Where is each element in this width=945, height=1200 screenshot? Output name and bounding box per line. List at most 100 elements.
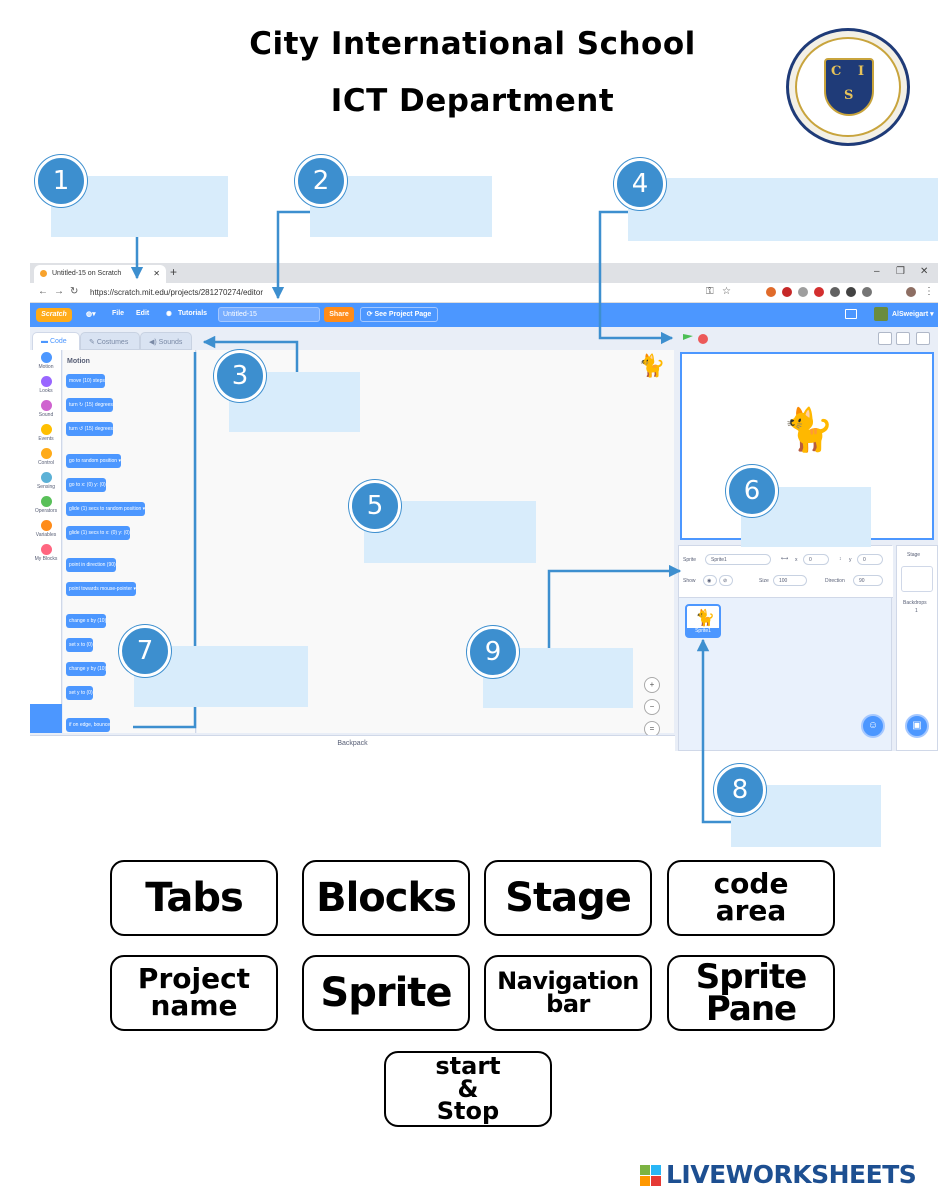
menu-file[interactable]: File xyxy=(112,310,125,317)
cat-sprite-icon[interactable]: 🐈 xyxy=(782,406,835,453)
word-sprite[interactable]: Sprite xyxy=(302,955,470,1031)
show-eye-icon[interactable]: ◉ xyxy=(703,575,717,586)
word-navigation-bar[interactable]: Navigation bar xyxy=(484,955,652,1031)
tab-code[interactable]: ▬ Code xyxy=(32,332,80,350)
block-point-towards[interactable]: point towards mouse-pointer ▾ xyxy=(66,582,136,596)
block-bounce[interactable]: if on edge, bounce xyxy=(66,718,111,732)
extension-icon[interactable] xyxy=(782,287,792,297)
block-set-y[interactable]: set y to (0) xyxy=(66,686,93,700)
sprite-thumbnail[interactable]: 🐈 Sprite1 xyxy=(685,604,721,638)
x-field[interactable]: 0 xyxy=(803,554,829,565)
size-label: Size xyxy=(759,578,769,584)
large-stage-icon[interactable] xyxy=(896,332,910,345)
category-my-blocks[interactable]: My Blocks xyxy=(30,544,62,562)
category-motion[interactable]: Motion xyxy=(30,352,62,370)
hide-eye-icon[interactable]: ⊘ xyxy=(719,575,733,586)
minimize-icon[interactable]: – xyxy=(874,266,880,277)
restore-icon[interactable]: ❐ xyxy=(896,266,905,277)
reload-icon[interactable]: ↻ xyxy=(70,286,79,297)
browser-tab[interactable]: Untitled-15 on Scratch ✕ xyxy=(34,265,166,283)
category-operators[interactable]: Operators xyxy=(30,496,62,514)
cat-thumb-icon: 🐈 xyxy=(695,610,715,627)
username-menu[interactable]: AlSweigart ▾ xyxy=(892,311,934,318)
category-control[interactable]: Control xyxy=(30,448,62,466)
logo-letter-s: S xyxy=(844,88,854,103)
backpack-bar[interactable]: Backpack xyxy=(30,735,675,751)
close-tab-icon[interactable]: ✕ xyxy=(153,269,160,278)
block-move[interactable]: move (10) steps xyxy=(66,374,105,388)
my-stuff-folder-icon[interactable] xyxy=(845,309,857,319)
extension-icon[interactable] xyxy=(830,287,840,297)
word-project-name[interactable]: Project name xyxy=(110,955,278,1031)
stage-thumbnail[interactable] xyxy=(901,566,933,592)
remix-icon: ⟳ xyxy=(366,311,375,318)
word-stage[interactable]: Stage xyxy=(484,860,652,936)
browser-menu-icon[interactable]: ⋮ xyxy=(924,286,934,297)
block-change-x[interactable]: change x by (10) xyxy=(66,614,107,628)
word-start-stop[interactable]: start & Stop xyxy=(384,1051,552,1127)
category-looks[interactable]: Looks xyxy=(30,376,62,394)
block-change-y[interactable]: change y by (10) xyxy=(66,662,107,676)
my-blocks-dot-icon xyxy=(40,544,52,555)
liveworksheets-brand[interactable]: LIVEWORKSHEETS xyxy=(666,1160,917,1189)
block-turn-left[interactable]: turn ↺ (15) degrees xyxy=(66,422,113,436)
category-sensing[interactable]: Sensing xyxy=(30,472,62,490)
extension-icon[interactable] xyxy=(766,287,776,297)
menu-edit[interactable]: Edit xyxy=(136,310,150,317)
choose-backdrop-icon[interactable]: ▣ xyxy=(905,714,929,738)
extension-icon[interactable] xyxy=(862,287,872,297)
project-name-field[interactable]: Untitled-15 xyxy=(218,307,320,322)
size-field[interactable]: 100 xyxy=(773,575,807,586)
direction-field[interactable]: 90 xyxy=(853,575,883,586)
zoom-in-icon[interactable]: + xyxy=(644,677,660,693)
zoom-out-icon[interactable]: − xyxy=(644,699,660,715)
answer-box-4[interactable] xyxy=(628,178,938,241)
block-set-x[interactable]: set x to (0) xyxy=(66,638,93,652)
category-sound[interactable]: Sound xyxy=(30,400,62,418)
extension-icon[interactable] xyxy=(798,287,808,297)
category-label: Operators xyxy=(34,508,58,514)
tab-sounds[interactable]: ◀) Sounds xyxy=(140,332,192,350)
scratch-logo[interactable]: Scratch xyxy=(36,308,72,322)
y-field[interactable]: 0 xyxy=(857,554,883,565)
user-avatar[interactable] xyxy=(874,307,888,321)
fullscreen-icon[interactable] xyxy=(916,332,930,345)
category-events[interactable]: Events xyxy=(30,424,62,442)
block-glide-to[interactable]: glide (1) secs to random position ▾ xyxy=(66,502,146,516)
forward-icon[interactable]: → xyxy=(54,286,64,297)
tab-costumes[interactable]: ✎ Costumes xyxy=(80,332,140,350)
back-icon[interactable]: ← xyxy=(38,286,48,297)
extension-icon[interactable] xyxy=(814,287,824,297)
callout-number-4: 4 xyxy=(614,158,666,210)
globe-icon[interactable]: ◍▾ xyxy=(86,311,96,318)
close-window-icon[interactable]: ✕ xyxy=(920,266,929,277)
small-stage-icon[interactable] xyxy=(878,332,892,345)
block-glide-to-xy[interactable]: glide (1) secs to x: (0) y: (0) xyxy=(66,526,130,540)
word-sprite-pane[interactable]: Sprite Pane xyxy=(667,955,835,1031)
menu-tutorials[interactable]: Tutorials xyxy=(178,310,208,317)
word-tabs[interactable]: Tabs xyxy=(110,860,278,936)
stop-icon[interactable] xyxy=(698,334,708,344)
extension-icon[interactable] xyxy=(846,287,856,297)
word-code-area[interactable]: code area xyxy=(667,860,835,936)
word-blocks[interactable]: Blocks xyxy=(302,860,470,936)
block-go-to[interactable]: go to random position ▾ xyxy=(66,454,121,468)
sprite-name-field[interactable]: Sprite1 xyxy=(705,554,771,565)
block-point-direction[interactable]: point in direction (90) xyxy=(66,558,116,572)
stage-target-pane[interactable]: Stage Backdrops 1 ▣ xyxy=(896,545,938,751)
block-turn-right[interactable]: turn ↻ (15) degrees xyxy=(66,398,113,412)
add-extension-button[interactable] xyxy=(30,704,62,733)
share-button[interactable]: Share xyxy=(324,307,354,322)
see-project-page-button[interactable]: ⟳ See Project Page xyxy=(360,307,438,322)
tab-code-label: Code xyxy=(49,338,67,345)
green-flag-icon[interactable] xyxy=(683,334,693,340)
profile-avatar-icon[interactable] xyxy=(906,287,916,297)
url-field[interactable]: https://scratch.mit.edu/projects/2812702… xyxy=(90,288,263,297)
category-variables[interactable]: Variables xyxy=(30,520,62,538)
key-icon[interactable]: ⚿ xyxy=(706,286,714,297)
new-tab-icon[interactable]: + xyxy=(170,265,178,279)
star-icon[interactable]: ☆ xyxy=(722,286,731,297)
choose-sprite-icon[interactable]: ☺ xyxy=(861,714,885,738)
block-go-to-xy[interactable]: go to x: (0) y: (0) xyxy=(66,478,106,492)
backdrops-label: Backdrops xyxy=(903,600,927,606)
